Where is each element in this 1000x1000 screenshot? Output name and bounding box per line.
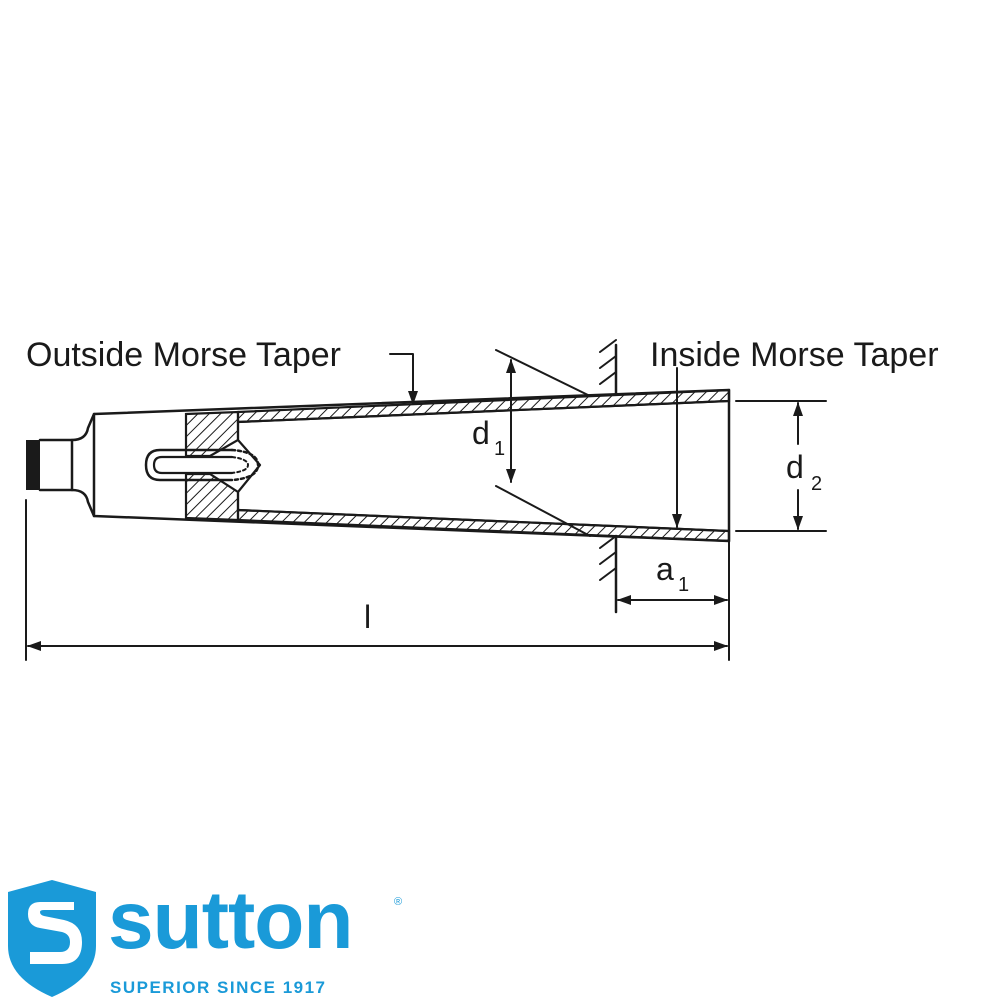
d1-subscript: 1 <box>494 438 505 460</box>
tang <box>26 412 96 518</box>
l-dimension: l <box>25 499 728 661</box>
inside-taper-callout: Inside Morse Taper <box>650 336 939 528</box>
outside-taper-callout: Outside Morse Taper <box>26 336 418 405</box>
brand-wordmark: sutton <box>108 875 353 966</box>
d2-dimension: d 2 <box>735 400 827 532</box>
d1-dimension: d 1 <box>472 349 591 537</box>
spindle-wall <box>599 339 618 614</box>
inside-taper-label: Inside Morse Taper <box>650 336 939 374</box>
drill-slot <box>144 448 260 482</box>
brand-tagline: SUPERIOR SINCE 1917 <box>110 978 327 997</box>
a1-subscript: 1 <box>678 574 689 596</box>
sleeve-body <box>92 388 731 543</box>
d2-subscript: 2 <box>811 473 822 495</box>
a1-dimension: a 1 <box>617 540 730 661</box>
sutton-shield-logo <box>8 880 96 997</box>
d1-label: d <box>472 415 490 451</box>
outside-taper-label: Outside Morse Taper <box>26 336 341 374</box>
l-label: l <box>364 599 371 635</box>
brand-registered-mark: ® <box>394 896 403 908</box>
d2-label: d <box>786 449 804 485</box>
a1-label: a <box>656 551 674 587</box>
